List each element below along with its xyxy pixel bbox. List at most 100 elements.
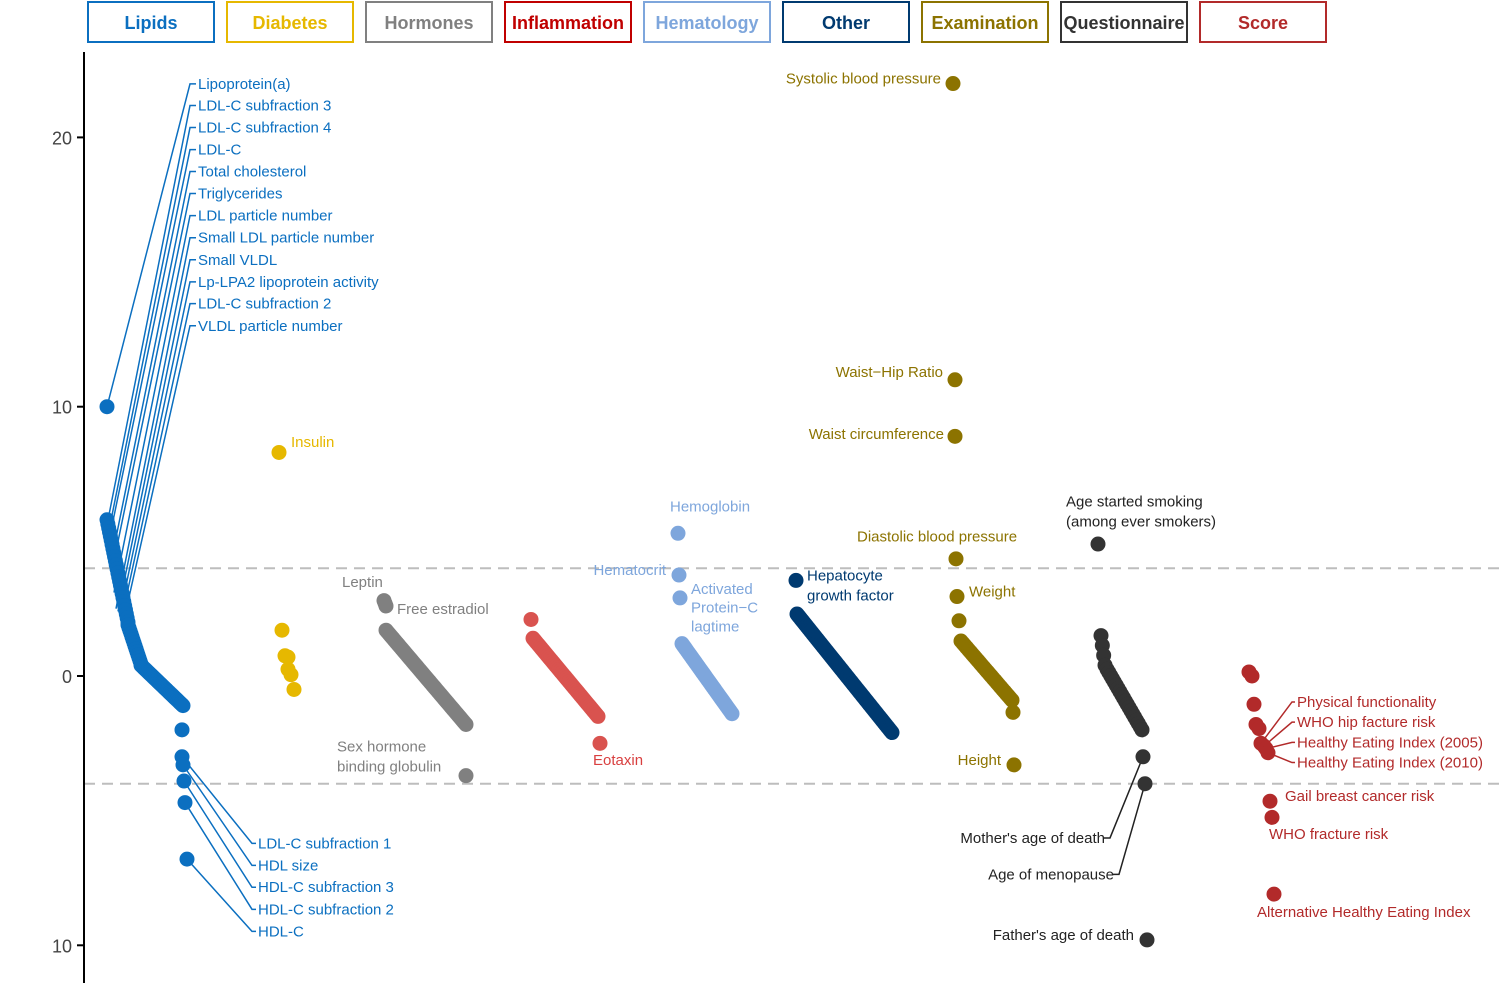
point-hematology [671,567,687,583]
label-ldl-c-subfraction-2: LDL-C subfraction 2 [198,296,331,313]
point-hormones [458,768,474,784]
label-age-started-smoking: Age started smoking [1066,493,1203,510]
point-hematology [672,590,688,606]
point-examination [947,372,963,388]
legend-item-examination: Examination [921,1,1049,43]
label-healthy-eating-index-2005: Healthy Eating Index (2005) [1297,734,1483,751]
label-among-ever-smokers: (among ever smokers) [1066,514,1216,531]
legend-item-hematology: Hematology [643,1,771,43]
point-examination [1005,704,1021,720]
point-hormones [378,598,394,614]
point-hormones [458,716,474,732]
significance-thresholds [84,567,1500,785]
label-sex-hormone: Sex hormone [337,738,426,755]
point-inflammation [523,611,539,627]
label-gail-breast-cancer-risk: Gail breast cancer risk [1285,788,1435,805]
label-waist-hip-ratio: Waist−Hip Ratio [836,364,943,381]
label-hepatocyte: Hepatocyte [807,567,883,584]
series-inflammation [523,611,608,751]
leader-line-healthy-eating-index-2005 [1265,741,1295,750]
leader-line-healthy-eating-index-2010 [1267,752,1295,764]
point-inflammation [592,735,608,751]
label-ldl-c-subfraction-3: LDL-C subfraction 3 [198,97,331,114]
y-tick-label: 20 [52,128,72,148]
label-hemoglobin: Hemoglobin [670,499,750,516]
point-diabetes [271,444,287,460]
leader-line-mother-s-age-of-death [1103,756,1144,839]
data-points [99,76,1282,948]
point-other [788,572,804,588]
point-lipids [177,795,193,811]
label-mother-s-age-of-death: Mother's age of death [960,830,1105,847]
point-score [1260,745,1276,761]
series-score [1241,664,1282,902]
legend-label: Examination [931,13,1038,33]
leader-line-ldl-c-subfraction-1 [181,756,256,845]
label-lp-lpa2-lipoprotein-activity: Lp-LPA2 lipoprotein activity [198,274,379,291]
label-free-estradiol: Free estradiol [397,601,489,618]
label-diastolic-blood-pressure: Diastolic blood pressure [857,528,1017,545]
point-examination [945,76,961,92]
legend-item-hormones: Hormones [365,1,493,43]
label-small-vldl: Small VLDL [198,252,277,269]
point-diabetes [283,667,299,683]
series-lipids [99,399,195,867]
leader-line-lipoprotein-a [106,83,196,407]
point-examination [949,589,965,605]
leader-line-total-cholesterol [111,170,196,558]
leader-line-ldl-c [110,148,196,531]
point-diabetes [280,649,296,665]
label-who-fracture-risk: WHO fracture risk [1269,826,1389,843]
label-hdl-size: HDL size [258,857,318,874]
leader-line-vldl-particle-number [123,325,196,620]
leader-line-hdl-c [186,858,256,933]
label-protein-c: Protein−C [691,600,758,617]
legend-label: Lipids [125,13,178,33]
leader-line-lp-lpa2-lipoprotein-activity [119,281,196,615]
point-other [884,725,900,741]
leader-line-age-of-menopause [1112,783,1146,876]
legend-label: Diabetes [252,13,327,33]
label-insulin: Insulin [291,434,334,451]
legend-box [504,1,632,43]
label-growth-factor: growth factor [807,588,894,605]
point-lipids [175,698,191,714]
point-questionnaire [1139,932,1155,948]
legend-item-diabetes: Diabetes [226,1,354,43]
legend-label: Other [822,13,870,33]
point-score [1266,886,1282,902]
label-weight: Weight [969,584,1016,601]
legend-label: Inflammation [512,13,624,33]
series-hormones [376,593,474,784]
leader-line-ldl-particle-number [113,214,196,593]
label-triglycerides: Triglycerides [198,186,282,203]
legend-label: Score [1238,13,1288,33]
label-systolic-blood-pressure: Systolic blood pressure [786,71,941,88]
legend-box [365,1,493,43]
leader-line-ldl-c-subfraction-2 [121,302,196,617]
series-diabetes [271,444,302,697]
point-hematology [670,525,686,541]
leader-line-physical-functionality [1260,701,1295,744]
label-healthy-eating-index-2010: Healthy Eating Index (2010) [1297,755,1483,772]
label-activated: Activated [691,581,753,598]
label-leptin: Leptin [342,574,383,591]
point-examination [1004,692,1020,708]
point-questionnaire [1134,722,1150,738]
label-ldl-c-subfraction-1: LDL-C subfraction 1 [258,835,391,852]
point-diabetes [274,622,290,638]
point-lipids [99,399,115,415]
label-binding-globulin: binding globulin [337,759,441,776]
leader-line-hdl-c-subfraction-3 [183,780,256,888]
legend-box [87,1,215,43]
leader-line-small-ldl-particle-number [115,236,196,609]
legend-box [1199,1,1327,43]
legend-box [782,1,910,43]
label-hematocrit: Hematocrit [593,562,666,579]
label-hdl-c-subfraction-3: HDL-C subfraction 3 [258,879,394,896]
legend-item-inflammation: Inflammation [504,1,632,43]
series-other [788,572,900,741]
label-who-hip-facture-risk: WHO hip facture risk [1297,714,1436,731]
